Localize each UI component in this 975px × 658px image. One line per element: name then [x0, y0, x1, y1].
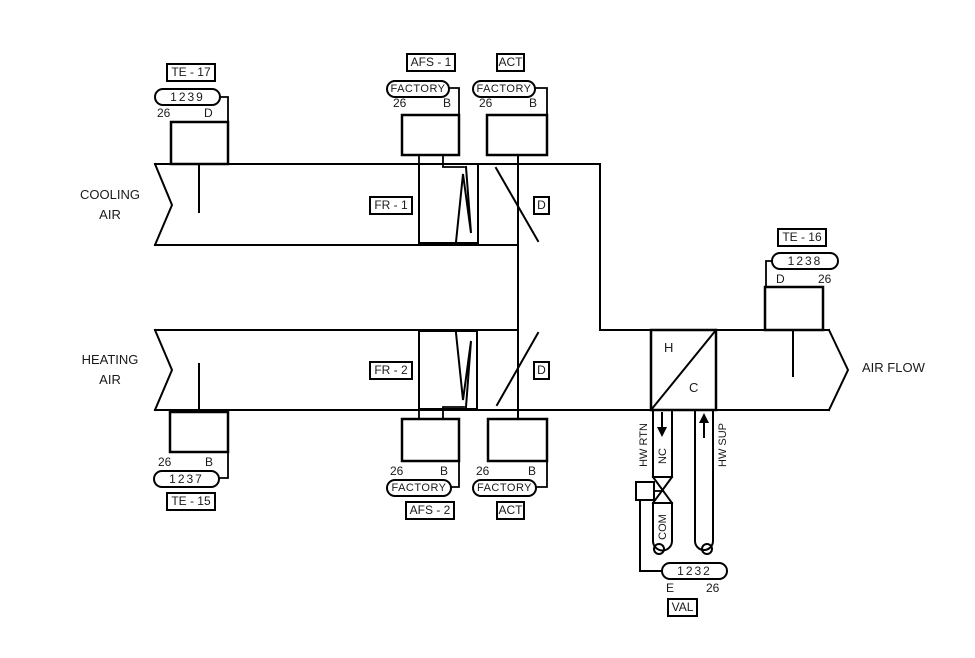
heating-air-label-line2: AIR — [99, 372, 121, 387]
sensor-probes — [198, 163, 794, 413]
afs2-device-box — [400, 417, 461, 463]
afs2-slot: 26 — [390, 464, 404, 478]
te15-channel: B — [205, 455, 214, 469]
act2-tag: ACT — [496, 501, 525, 520]
te15-point-value[interactable]: 1237 — [153, 470, 220, 488]
te17-tag: TE - 17 — [166, 63, 216, 82]
act2-channel: B — [528, 464, 537, 478]
cooling-air-label-line2: AIR — [99, 207, 121, 222]
valve-slot: E — [666, 581, 675, 595]
coil-symbol — [649, 328, 718, 412]
te16-tag: TE - 16 — [777, 228, 827, 247]
act1-channel: B — [529, 96, 538, 110]
afs1-device-box — [400, 113, 461, 157]
pipe-end-node-right — [701, 543, 713, 555]
te15-sensor-box — [168, 410, 230, 454]
act1-device-box — [485, 113, 549, 157]
te17-slot: 26 — [157, 106, 171, 120]
afs1-tag: AFS - 1 — [406, 53, 456, 72]
damper-blade-bottom — [495, 331, 540, 407]
act1-point-value[interactable]: FACTORY — [472, 80, 536, 98]
damper2-tag: D — [533, 361, 550, 380]
filter-symbol-fr2 — [418, 330, 478, 420]
hw-return-pipe — [651, 409, 674, 555]
act2-point-value[interactable]: FACTORY — [472, 479, 537, 497]
damper1-tag: D — [533, 196, 550, 215]
te15-tag: TE - 15 — [166, 492, 216, 511]
afs2-point-value[interactable]: FACTORY — [386, 479, 452, 497]
valve-point-value[interactable]: 1232 — [661, 562, 728, 580]
heating-air-label-line1: HEATING — [81, 352, 139, 367]
flow-arrow-down — [657, 427, 667, 437]
te17-channel: D — [204, 106, 213, 120]
device-boxes — [168, 113, 825, 463]
valve-actuator — [635, 481, 663, 572]
fr1-tag: FR - 1 — [369, 196, 413, 215]
act1-tag: ACT — [496, 53, 525, 72]
hw-supply-pipe — [694, 409, 714, 555]
afs1-slot: 26 — [393, 96, 407, 110]
valve-channel: 26 — [706, 581, 720, 595]
te17-sensor-box — [169, 120, 230, 166]
afs2-channel: B — [440, 464, 449, 478]
te16-slot: D — [776, 272, 785, 286]
te16-channel: 26 — [818, 272, 832, 286]
act2-slot: 26 — [476, 464, 490, 478]
act2-device-box — [486, 417, 549, 463]
hw-return-label: HW RTN — [638, 423, 650, 467]
cooling-air-label-line1: COOLING — [80, 187, 140, 202]
valve-tag: VAL — [667, 598, 698, 617]
flow-arrow-up — [699, 413, 709, 423]
afs2-tag: AFS - 2 — [405, 501, 455, 520]
te17-point-value[interactable]: 1239 — [154, 88, 221, 106]
filter-symbol-fr1 — [418, 154, 479, 244]
pipe-end-node-left — [653, 543, 665, 555]
point-connectors — [218, 87, 772, 488]
te15-slot: 26 — [158, 455, 172, 469]
fr2-tag: FR - 2 — [369, 361, 413, 380]
air-flow-label: AIR FLOW — [862, 360, 925, 375]
te16-point-value[interactable]: 1238 — [771, 252, 839, 270]
act1-slot: 26 — [479, 96, 493, 110]
damper-blade-top — [494, 166, 540, 243]
afs1-channel: B — [443, 96, 452, 110]
coil-cooling-letter: C — [689, 380, 699, 395]
cooling-duct-outline — [153, 162, 601, 331]
coil-heating-letter: H — [664, 340, 674, 355]
te16-sensor-box — [763, 285, 825, 332]
hw-supply-label: HW SUP — [717, 423, 729, 467]
afs1-point-value[interactable]: FACTORY — [386, 80, 450, 98]
